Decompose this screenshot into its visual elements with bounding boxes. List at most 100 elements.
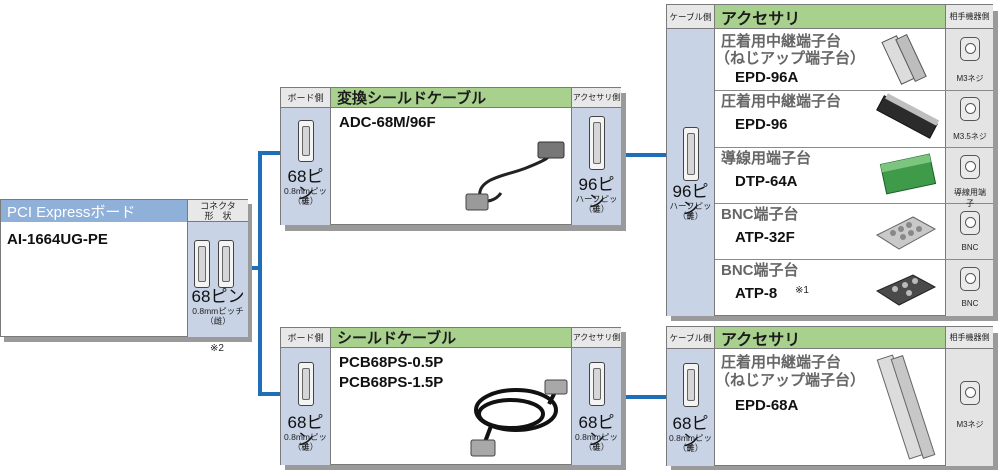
board-connector-header: コネクタ 形 状 [188,200,248,222]
acc-top-pitch: ハーフピッチ [669,201,712,221]
acc-item-name: BNC端子台 [721,262,799,279]
board-panel: PCI Expressボード AI-1664UG-PE コネクタ 形 状 68ピ… [0,199,248,337]
dsub-connector-icon [298,120,314,162]
connector-line [250,266,262,270]
mate-label: BNC [961,299,979,308]
mate-label: M3.5ネジ [953,132,987,141]
bnc-block-photo [875,274,937,306]
cable-top-title: 変換シールドケーブル [337,90,487,107]
cable-bottom-left-pitch: 0.8mmピッチ [284,432,327,452]
cable-top-panel: ボード側 68ピン 0.8mmピッチ （雄） 変換シールドケーブル ADC-68… [280,87,621,225]
cable-top-board-side-label: ボード側 [281,88,330,108]
row-separator [715,147,993,148]
mate-cell: 導線用端子 [951,149,989,208]
acc-item-name: 圧着用中継端子台 [721,354,842,371]
cable-bottom-model-1: PCB68PS-0.5P [339,354,444,371]
row-separator [715,90,993,91]
row-separator [715,203,993,204]
screw-terminal-icon [960,97,980,121]
acc-bottom-gender: （雌） [677,443,704,453]
connector-line [620,153,666,157]
bnc-icon [960,211,980,235]
cable-top-acc-side: アクセサリ側 96ピン ハーフピッチ （雄） [571,88,621,225]
acc-bottom-cable-side: ケーブル側 68ピン 0.8mmピッチ （雌） [667,327,715,466]
cable-top-board-side: ボード側 68ピン 0.8mmピッチ （雄） [281,88,331,225]
terminal-block-photo [876,354,936,460]
cable-photo [465,141,565,211]
connector-line [258,151,262,396]
bnc-icon [960,267,980,291]
terminal-block-photo [881,33,927,85]
wire-terminal-icon [960,155,980,179]
connector-line [258,151,280,155]
acc-item-subname: （ねじアップ端子台） [715,372,866,389]
cable-top-left-pitch: 0.8mmピッチ [284,186,327,206]
mate-cell: M3ネジ [951,31,989,89]
acc-top-pins: 96ピン [672,182,709,218]
cable-top-left-gender: （雄） [292,196,319,206]
acc-item-model: ATP-8 [735,285,778,302]
cable-bottom-model-2: PCB68PS-1.5P [339,374,444,391]
acc-top-title: アクセサリ [721,10,801,28]
cable-top-acc-side-label: アクセサリ側 [572,88,621,108]
acc-bottom-header: アクセサリ [715,327,945,349]
cable-bottom-right-pitch: 0.8mmピッチ [575,432,618,452]
cable-bottom-right-pins: 68ピン [578,413,615,449]
acc-item-name: 圧着用中継端子台 [721,93,842,110]
acc-item-model: EPD-96A [735,69,799,86]
cable-bottom-right-gender: （雄） [583,442,610,452]
cable-bottom-board-side-label: ボード側 [281,328,330,348]
cable-bottom-title: シールドケーブル [337,330,457,347]
mate-label: 導線用端子 [954,188,986,208]
acc-item-model: DTP-64A [735,173,798,190]
board-title-bar: PCI Expressボード [1,200,187,222]
acc-bottom-cable-side-label: ケーブル側 [667,327,714,349]
mate-label: M3ネジ [956,74,984,83]
cable-bottom-acc-side-label: アクセサリ側 [572,328,621,348]
board-pitch: 0.8mmピッチ [192,306,244,316]
connector-line [620,395,666,399]
mate-cell: BNC [951,261,989,315]
connector-line [258,392,280,396]
mate-label: BNC [961,243,979,252]
acc-bottom-pins: 68ピン [672,414,709,450]
acc-item-note: ※1 [795,285,809,296]
acc-item-model: ATP-32F [735,229,795,246]
row-separator [715,259,993,260]
board-model: AI-1664UG-PE [7,231,108,248]
acc-top-cable-side-label: ケーブル側 [667,5,714,29]
dsub-connector-icon [683,363,699,407]
screw-terminal-icon [960,381,980,405]
cable-top-right-gender: （雄） [583,204,610,214]
acc-bottom-panel: ケーブル側 68ピン 0.8mmピッチ （雌） アクセサリ 相手機器側 圧着用中… [666,326,993,466]
acc-top-cable-side: ケーブル側 96ピン ハーフピッチ （雌） [667,5,715,316]
acc-item-model: EPD-68A [735,397,799,414]
cable-top-right-pins: 96ピン [578,175,615,211]
cable-bottom-left-gender: （雄） [292,442,319,452]
mate-label: M3ネジ [956,420,984,429]
cable-top-left-pins: 68ピン [287,167,324,203]
mate-cell: M3.5ネジ [951,91,989,147]
acc-top-mate-side-label: 相手機器側 [946,5,993,29]
acc-item-name: 導線用端子台 [721,150,812,167]
dsub-connector-icon [298,362,314,406]
acc-item-name: 圧着用中継端子台 [721,33,842,50]
board-title: PCI Expressボード [7,203,136,221]
board-gender: （雌） [205,316,231,326]
acc-bottom-pitch: 0.8mmピッチ [669,433,712,453]
board-note: ※2 [210,343,224,354]
acc-item-subname: （ねじアップ端子台） [715,50,866,67]
dsub-connector-icon [589,116,605,170]
dsub-connector-icon [194,240,210,288]
board-pins: 68ピン [191,287,245,306]
cable-photo [470,379,568,457]
mate-cell: BNC [951,205,989,259]
cable-bottom-left-pins: 68ピン [287,413,324,449]
board-connector-column: コネクタ 形 状 68ピン 0.8mmピッチ （雌） [187,200,248,337]
acc-bottom-mate-column: 相手機器側 [945,327,993,466]
cable-bottom-panel: ボード側 68ピン 0.8mmピッチ （雄） シールドケーブル PCB68PS-… [280,327,621,465]
terminal-block-photo [879,153,937,195]
bnc-block-photo [875,216,937,250]
acc-top-panel: ケーブル側 96ピン ハーフピッチ （雌） アクセサリ 相手機器側 圧着用中継端… [666,4,993,316]
cable-bottom-acc-side: アクセサリ側 68ピン 0.8mmピッチ （雄） [571,328,621,465]
